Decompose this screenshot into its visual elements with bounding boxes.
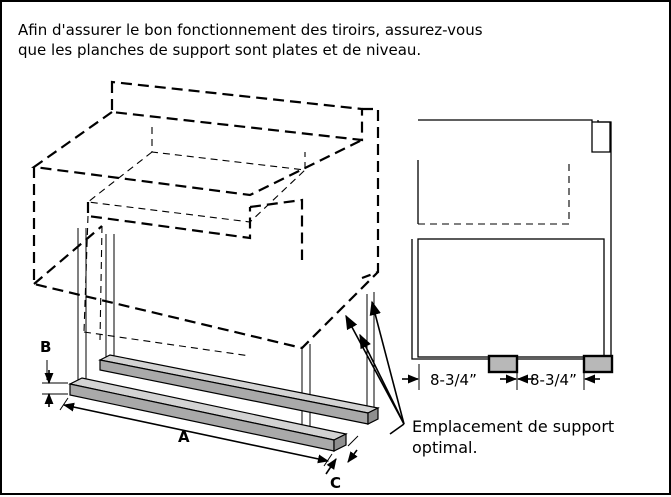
dim-b-label: B: [40, 338, 51, 356]
dimension-b: B: [40, 338, 68, 407]
dim-c-label: C: [330, 474, 341, 492]
measurement-right: 8-3/4”: [530, 371, 577, 389]
side-view-drawer-top: [418, 162, 570, 225]
callout-line-2: optimal.: [412, 438, 478, 457]
cabinet-front-face: [32, 167, 379, 350]
cabinet-right-top: [361, 107, 380, 280]
cabinet-inner-floor: [83, 331, 251, 357]
support-callout: Emplacement de support optimal.: [345, 300, 614, 457]
cabinet-drawer-opening: [86, 202, 252, 240]
cabinet-bottom-edge: [33, 225, 103, 285]
board-front-end: [333, 433, 347, 452]
dim-a-ext-left: [59, 397, 69, 411]
side-view-support-pad-right: [582, 354, 614, 374]
dim-c-arrow-1: [325, 458, 337, 475]
side-view-back-upper: [592, 121, 612, 356]
dim-c-ext: [347, 435, 359, 447]
callout-arrow-2: [359, 333, 405, 425]
side-view-support-pad-left: [487, 354, 519, 374]
cabinet-inner-back: [151, 127, 306, 171]
caption-line-2: que les planches de support sont plates …: [18, 41, 422, 59]
instruction-caption: Afin d'assurer le bon fonctionnement des…: [18, 20, 558, 60]
dim-c-arrow-2: [347, 449, 358, 463]
cabinet-inner-left: [83, 215, 103, 341]
dim-a-line: [62, 402, 330, 464]
side-view-drawer-lip: [411, 239, 612, 360]
cabinet-front-step: [249, 198, 304, 260]
side-view-drawer-box: [417, 238, 605, 358]
callout-line-1: Emplacement de support: [412, 417, 614, 436]
dim-a-label: A: [178, 428, 190, 446]
board-back-end: [367, 407, 379, 425]
dimension-c: C: [325, 435, 359, 492]
guide-lines: [77, 228, 375, 427]
cabinet-outline: [31, 80, 380, 357]
caption-line-1: Afin d'assurer le bon fonctionnement des…: [18, 21, 483, 39]
callout-arrow-3: [369, 300, 405, 425]
measurement-left: 8-3/4”: [430, 371, 477, 389]
side-view: 8-3/4” 8-3/4”: [402, 119, 614, 390]
cabinet-top-back-edge: [110, 80, 364, 142]
side-view-outline: [418, 119, 611, 153]
callout-leader: [389, 423, 405, 435]
cabinet-top-surface: [31, 111, 363, 197]
cabinet-inner-top: [86, 151, 306, 223]
